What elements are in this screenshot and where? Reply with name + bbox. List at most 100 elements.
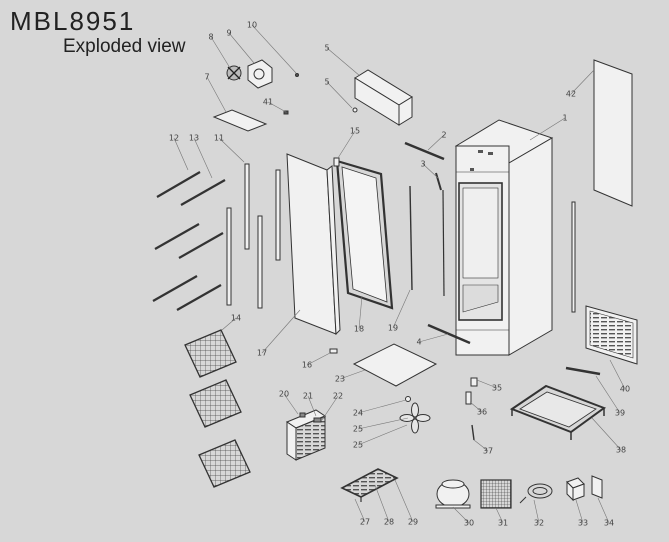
callout-number: 21: [303, 392, 313, 401]
callout-leader: [210, 36, 231, 69]
part-bottom-plate: [352, 343, 438, 387]
callout-number: 36: [477, 408, 487, 417]
callout-number: 4: [416, 338, 421, 347]
callout-number: 14: [231, 314, 241, 323]
callout-number: 39: [615, 409, 625, 418]
callout-number: 41: [263, 98, 273, 107]
callout-leader: [326, 47, 361, 77]
callout-leader: [570, 69, 595, 95]
callout-number: 7: [204, 73, 209, 82]
callout-number: 17: [257, 349, 267, 358]
part-filter: [465, 391, 472, 405]
part-small-fitting: [352, 107, 358, 113]
callout-leader: [337, 130, 356, 159]
callout-leader: [597, 497, 610, 524]
part-drain-pipe: [565, 366, 601, 376]
part-hinge-pin: [329, 348, 338, 354]
part-bracket: [435, 172, 442, 191]
callout-leader: [473, 439, 489, 452]
callout-number: 12: [169, 134, 179, 143]
callout-number: 25: [353, 441, 363, 450]
part-tube: [471, 424, 475, 441]
part-door-gasket: [335, 159, 394, 310]
callout-number: 10: [247, 21, 257, 30]
part-compressor: [435, 479, 471, 509]
part-shelf-rails-left: [152, 171, 201, 302]
part-drip-tray: [340, 468, 399, 502]
callout-leader: [326, 81, 353, 109]
callout-leader: [595, 375, 621, 414]
callout-number: 34: [604, 519, 614, 528]
view-subtitle: Exploded view: [63, 36, 186, 57]
part-cabinet: [454, 119, 554, 356]
callout-leader: [357, 417, 409, 430]
part-fan-blade: [399, 402, 431, 434]
callout-leader: [357, 424, 408, 446]
callout-number: 31: [498, 519, 508, 528]
callout-leader: [306, 352, 331, 366]
callout-leader: [591, 417, 622, 451]
part-back-panel: [593, 59, 633, 207]
part-bottom-bar: [427, 323, 471, 345]
callout-number: 5: [324, 44, 329, 53]
part-valve: [470, 377, 478, 387]
callout-number: 24: [353, 409, 363, 418]
part-top-plate: [212, 109, 268, 132]
callout-leader: [533, 499, 540, 524]
callout-leader: [427, 134, 445, 151]
callout-leader: [339, 369, 366, 380]
callout-number: 16: [302, 361, 312, 370]
part-vertical-supports: [226, 163, 281, 309]
callout-number: 25: [353, 425, 363, 434]
model-title: MBL8951: [10, 6, 136, 36]
part-rear-grille: [585, 305, 638, 365]
callout-leader: [422, 163, 439, 179]
callout-number: 3: [420, 160, 425, 169]
callout-number: 40: [620, 385, 630, 394]
callout-leader: [609, 359, 626, 390]
callout-leader: [321, 395, 339, 421]
callout-number: 9: [226, 29, 231, 38]
callout-leader: [418, 333, 449, 343]
callout-number: 35: [492, 384, 502, 393]
callout-leader: [173, 137, 189, 171]
part-power-cable: [519, 483, 553, 504]
callout-number: 20: [279, 390, 289, 399]
callout-leader: [495, 507, 504, 524]
callout-number: 30: [464, 519, 474, 528]
callout-leader: [357, 399, 407, 414]
callout-leader: [228, 32, 255, 64]
callout-leaders: [173, 24, 626, 524]
callout-number: 15: [350, 127, 360, 136]
callout-leader: [354, 498, 366, 523]
callout-number: 5: [324, 78, 329, 87]
callout-number: 22: [333, 392, 343, 401]
part-hinge-rod: [409, 185, 413, 291]
callout-leader: [529, 117, 566, 141]
callout-leader: [261, 309, 301, 354]
callout-leader: [218, 137, 245, 163]
part-fan: [226, 65, 242, 81]
callout-number: 19: [388, 324, 398, 333]
callout-leader: [575, 499, 584, 524]
callout-leader: [374, 484, 390, 523]
callout-number: 42: [566, 90, 576, 99]
callout-number: 1: [562, 114, 567, 123]
part-handle-clip: [333, 157, 340, 167]
callout-number: 8: [208, 33, 213, 42]
callout-number: 11: [214, 134, 224, 143]
part-base-frame: [509, 384, 607, 440]
callout-leader: [267, 101, 287, 113]
callout-leader: [283, 393, 299, 415]
callout-number: 33: [578, 519, 588, 528]
callout-number: 23: [335, 375, 345, 384]
part-shelf-rails-right: [176, 179, 226, 311]
part-relay-cover: [591, 475, 603, 499]
callout-leader: [251, 24, 297, 74]
part-relay-box: [566, 477, 585, 502]
callout-leader: [307, 395, 317, 417]
part-wire-shelves: [184, 329, 251, 488]
